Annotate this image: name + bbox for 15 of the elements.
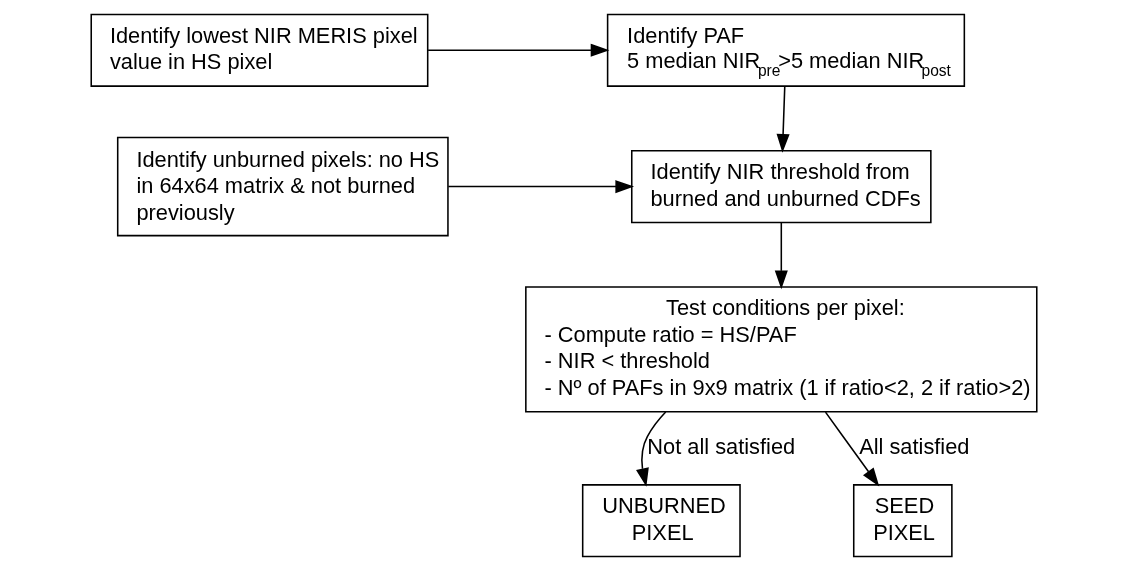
node-box: Test conditions per pixel: - Compute ratio = HS/PAF - NIR < threshold - Nº of PAFs in 9x9 matrix (1 if ratio<2, 2 if ratio>2) — [525, 286, 1038, 413]
edge-label: All satisfied — [859, 434, 970, 460]
node-box: Identify unburned pixels: no HS in 64x64 matrix & not burned previously — [116, 136, 449, 237]
arrow — [774, 222, 788, 290]
node-box: SEED PIXEL — [852, 484, 953, 558]
edge-label: Not all satisfied — [647, 434, 796, 460]
arrow — [636, 411, 667, 487]
node-box: Identify PAF 5 median NIR$_{pre}$>5 median NIR$_{post}$ — [606, 13, 966, 87]
arrow — [427, 43, 610, 57]
node-box: Identify lowest NIR MERIS pixel value in HS pixel — [90, 13, 429, 87]
arrow — [776, 85, 790, 153]
arrow — [447, 180, 635, 194]
node-box: UNBURNED PIXEL — [581, 484, 741, 558]
node-box: Identify NIR threshold from burned and unburned CDFs — [631, 150, 932, 224]
arrow — [824, 411, 880, 487]
